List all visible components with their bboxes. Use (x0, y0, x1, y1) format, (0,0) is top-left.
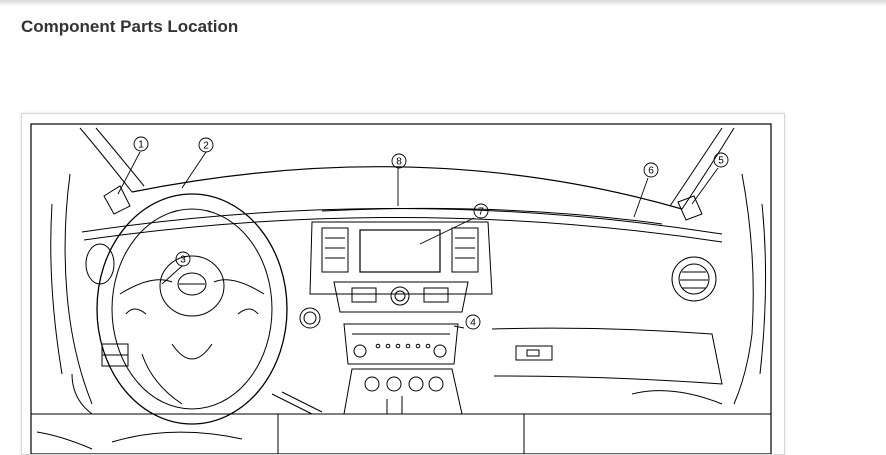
component-1-sensor (103, 185, 131, 215)
header-shadow (0, 0, 886, 6)
glove-box-handle (526, 349, 540, 357)
callout-leader (117, 151, 141, 195)
console-switch (386, 376, 402, 392)
climate-button (385, 343, 391, 349)
callout-number-8: 8 (396, 157, 402, 168)
climate-knob (433, 344, 447, 358)
climate-button (425, 343, 431, 349)
console-switch (364, 376, 380, 392)
door-line-right (733, 173, 754, 405)
brand-emblem (177, 272, 207, 296)
console-lower (343, 368, 463, 415)
a-pillar-right (669, 127, 723, 207)
callout-number-1: 1 (138, 140, 144, 151)
climate-button (415, 343, 421, 349)
floor-line (631, 390, 723, 405)
callout-number-6: 6 (648, 166, 654, 177)
climate-button (375, 343, 381, 349)
steering-switch (125, 308, 147, 315)
callout-circle (391, 153, 407, 169)
audio-buttons (351, 287, 377, 303)
display-screen (359, 229, 441, 273)
dashboard-edge (321, 207, 663, 225)
glove-box (491, 327, 723, 385)
audio-knob (390, 286, 410, 306)
callout-leader (633, 177, 649, 218)
component-4-control-panel (343, 323, 459, 365)
callout-number-7: 7 (478, 207, 484, 218)
audio-knob (394, 290, 406, 302)
steering-switch (237, 308, 259, 315)
callout-leader (453, 325, 465, 329)
callout-circle (198, 137, 214, 153)
a-pillar-left (95, 127, 145, 187)
center-stack-upper (309, 221, 493, 295)
diagram-figure: 1 2 3 4 5 6 7 8 (21, 113, 785, 455)
steering-spoke (119, 279, 173, 295)
door-line-right (759, 203, 767, 375)
dashboard-illustration: 1 2 3 4 5 6 7 8 (30, 123, 772, 454)
a-pillar-right (681, 127, 735, 210)
start-button (303, 311, 317, 325)
audio-buttons (423, 287, 449, 303)
dashboard-top (83, 217, 723, 243)
steering-wheel (96, 193, 288, 425)
component-5-sensor (677, 195, 703, 221)
windshield-base (131, 166, 683, 210)
climate-knob (353, 344, 367, 358)
callout-number-2: 2 (203, 141, 209, 152)
steering-spoke (171, 343, 213, 360)
callout-circle (713, 152, 729, 168)
pedal (271, 393, 313, 415)
callout-leader (691, 167, 719, 205)
door-line-left (50, 203, 63, 375)
steering-wheel-inner (111, 208, 273, 410)
diagram-frame (30, 123, 772, 454)
steering-spoke (213, 279, 265, 295)
steering-column (141, 353, 183, 405)
callout-number-4: 4 (470, 318, 476, 329)
callout-circle (473, 203, 489, 219)
panel-sketch (111, 431, 243, 443)
callout-number-5: 5 (718, 156, 724, 167)
steering-hub (159, 255, 225, 317)
climate-button (395, 343, 401, 349)
floor-line (71, 373, 93, 415)
shifter (386, 396, 403, 414)
page-title: Component Parts Location (21, 17, 239, 36)
start-button (299, 307, 321, 329)
console-switch (408, 376, 424, 392)
callout-number-3: 3 (180, 255, 186, 266)
callout-leader (161, 265, 183, 285)
console-switch (428, 376, 444, 392)
center-vent-left (321, 227, 349, 273)
callout-leader (419, 217, 475, 245)
callout-circle (465, 314, 481, 330)
center-vent-right (451, 227, 479, 273)
callout-circle (175, 251, 191, 267)
panel-sketch (36, 431, 93, 450)
callout-circle (643, 162, 659, 178)
left-vent (85, 243, 115, 285)
audio-panel (333, 281, 469, 313)
glove-box-handle (515, 345, 553, 361)
door-line-left (64, 173, 93, 405)
right-vent (678, 263, 710, 295)
a-pillar-left (79, 127, 133, 193)
right-vent (671, 256, 717, 302)
climate-button (405, 343, 411, 349)
callout-leader (181, 151, 207, 189)
callout-circle (133, 136, 149, 152)
pedal (281, 391, 323, 413)
